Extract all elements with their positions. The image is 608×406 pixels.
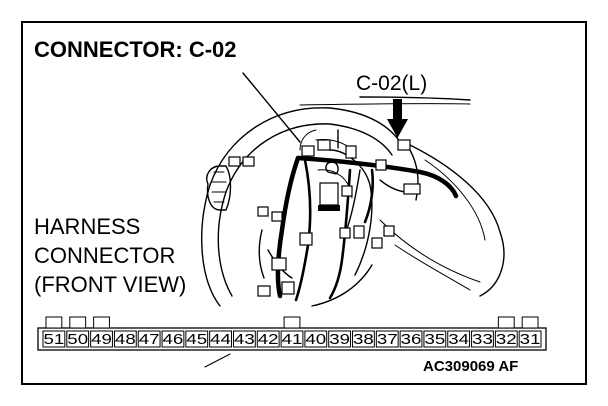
pin-cell: 41 bbox=[280, 316, 304, 348]
pin-box bbox=[161, 330, 185, 348]
pin-box bbox=[352, 330, 375, 348]
pin-number: 39 bbox=[329, 332, 350, 348]
pin-box bbox=[375, 330, 399, 348]
pointer-line bbox=[204, 353, 231, 368]
pin-box bbox=[280, 330, 304, 348]
pin-box bbox=[209, 330, 232, 348]
pin-cell: 47 bbox=[137, 330, 161, 348]
pin-box bbox=[137, 330, 161, 348]
pin-box bbox=[304, 330, 328, 348]
pin-cell: 43 bbox=[232, 330, 256, 348]
pin-box bbox=[185, 330, 209, 348]
diagram-frame bbox=[21, 21, 587, 385]
pin-number: 46 bbox=[163, 332, 184, 348]
pin-number: 41 bbox=[282, 332, 303, 348]
pin-cell: 39 bbox=[328, 330, 352, 348]
pin-box bbox=[423, 330, 447, 348]
reference-code: AC309069 AF bbox=[423, 358, 518, 375]
pin-cell: 32 bbox=[494, 316, 518, 348]
pin-number: 32 bbox=[496, 332, 517, 348]
pin-cell: 38 bbox=[352, 330, 375, 348]
pin-cell: 50 bbox=[66, 316, 90, 348]
pin-lock-tab bbox=[521, 316, 539, 329]
pin-number: 35 bbox=[424, 332, 445, 348]
pin-cell: 37 bbox=[375, 330, 399, 348]
pin-cell: 34 bbox=[447, 330, 471, 348]
pin-cell: 35 bbox=[423, 330, 447, 348]
pin-number: 43 bbox=[234, 332, 255, 348]
diagram-title: CONNECTOR: C-02 bbox=[34, 37, 237, 62]
pin-cell: 51 bbox=[42, 316, 66, 348]
harness-label-line3: (FRONT VIEW) bbox=[34, 272, 186, 297]
pin-cell: 36 bbox=[399, 330, 423, 348]
pin-number: 38 bbox=[353, 332, 374, 348]
pin-box bbox=[113, 330, 137, 348]
pin-number: 34 bbox=[448, 332, 469, 348]
callout-arrow bbox=[387, 99, 408, 138]
dashboard-illustration bbox=[201, 72, 505, 307]
pin-number: 50 bbox=[67, 332, 88, 348]
pin-box bbox=[256, 330, 280, 348]
pin-cell: 49 bbox=[90, 316, 113, 348]
pin-cell: 48 bbox=[113, 330, 137, 348]
pin-cell: 40 bbox=[304, 330, 328, 348]
pin-number: 40 bbox=[305, 332, 326, 348]
pin-cell: 45 bbox=[185, 330, 209, 348]
pin-box bbox=[447, 330, 471, 348]
pin-number: 44 bbox=[210, 332, 231, 348]
pin-cell: 42 bbox=[256, 330, 280, 348]
pin-cell: 44 bbox=[209, 330, 232, 348]
pin-lock-tab bbox=[93, 316, 110, 329]
pin-lock-tab bbox=[283, 316, 301, 329]
pin-number: 48 bbox=[115, 332, 136, 348]
pin-lock-tab bbox=[45, 316, 63, 329]
pin-lock-tab bbox=[497, 316, 515, 329]
pin-box bbox=[66, 330, 90, 348]
harness-label-line1: HARNESS bbox=[34, 214, 140, 239]
pin-box bbox=[328, 330, 352, 348]
pin-box bbox=[471, 330, 494, 348]
pin-number: 37 bbox=[377, 332, 398, 348]
pin-number: 36 bbox=[401, 332, 422, 348]
pin-cell: 46 bbox=[161, 330, 185, 348]
callout-label: C-02(L) bbox=[356, 72, 427, 95]
pin-box bbox=[42, 330, 66, 348]
pin-number: 51 bbox=[43, 332, 64, 348]
pin-number: 45 bbox=[186, 332, 207, 348]
pin-number: 33 bbox=[472, 332, 493, 348]
pin-box bbox=[518, 330, 542, 348]
pin-box bbox=[399, 330, 423, 348]
pin-box bbox=[90, 330, 113, 348]
harness-label-line2: CONNECTOR bbox=[34, 243, 175, 268]
pin-lock-tab bbox=[69, 316, 87, 329]
pin-number: 47 bbox=[139, 332, 160, 348]
pin-cell: 31 bbox=[518, 316, 542, 348]
pin-box bbox=[494, 330, 518, 348]
pin-box bbox=[232, 330, 256, 348]
pin-number: 42 bbox=[258, 332, 279, 348]
pin-number: 31 bbox=[520, 332, 541, 348]
pin-number: 49 bbox=[91, 332, 112, 348]
pin-cell: 33 bbox=[471, 330, 494, 348]
